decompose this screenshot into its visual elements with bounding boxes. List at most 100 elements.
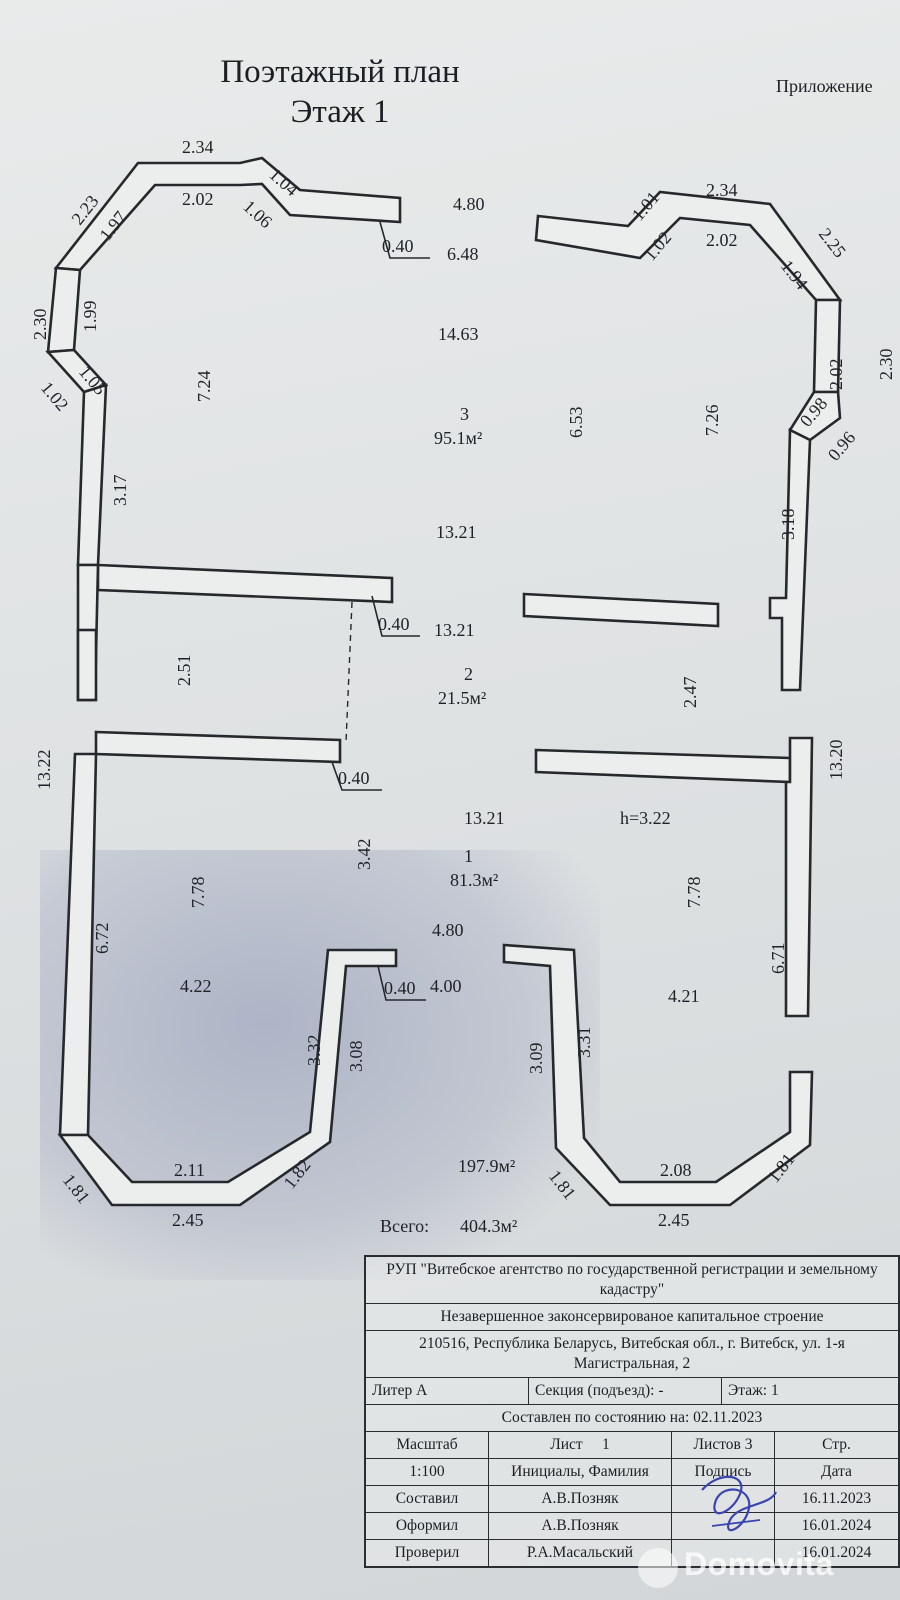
- annex-label: Приложение: [776, 76, 873, 96]
- title-block: РУП "Витебское агентство по государствен…: [364, 1255, 900, 1568]
- object-name: Незавершенное законсервированое капиталь…: [366, 1304, 898, 1331]
- dim-label: 14.63: [438, 324, 479, 344]
- dim-label: 2.45: [658, 1210, 690, 1230]
- signer-name: А.В.Позняк: [489, 1486, 672, 1512]
- dim-label: 2.34: [182, 137, 214, 157]
- partition-upper-right: [522, 592, 720, 628]
- signer-row: Оформил А.В.Позняк 16.01.2024: [366, 1513, 898, 1540]
- title-line-2: Этаж 1: [290, 94, 390, 130]
- room-number: 3: [460, 404, 469, 424]
- dim-label: 2.51: [174, 655, 194, 687]
- leader-0-40-d: [377, 965, 426, 1001]
- signer-role: Проверил: [366, 1540, 489, 1566]
- wall-left-bottom: [58, 752, 98, 1137]
- org-name: РУП "Витебское агентство по государствен…: [366, 1257, 898, 1304]
- sheet-cell: Лист 1: [489, 1432, 672, 1458]
- partition-lower-left: [94, 730, 342, 764]
- dim-label: 1.81: [545, 1166, 580, 1203]
- col-signature: Подпись: [672, 1459, 775, 1485]
- address: 210516, Республика Беларусь, Витебская о…: [366, 1331, 898, 1378]
- dim-label: 2.30: [876, 349, 896, 381]
- dim-label: 13.20: [826, 740, 846, 781]
- watermark: Domovita: [684, 1546, 834, 1582]
- wall-right-mid: [768, 427, 812, 692]
- signer-role: Оформил: [366, 1513, 489, 1539]
- signature-cell: [672, 1486, 775, 1512]
- header-row: 1:100 Инициалы, Фамилия Подпись Дата: [366, 1459, 898, 1486]
- dim-label: 1.06: [239, 196, 276, 232]
- col-initials: Инициалы, Фамилия: [489, 1459, 672, 1485]
- scale-value: 1:100: [366, 1459, 489, 1485]
- room-number: 2: [464, 664, 473, 684]
- dim-label: 2.02: [826, 359, 846, 391]
- wall-left-bottom-bay: [57, 948, 398, 1207]
- dim-label: 4.80: [432, 920, 464, 940]
- dim-label: 2.11: [174, 1160, 205, 1180]
- state-date: Составлен по состоянию на: 02.11.2023: [366, 1405, 898, 1432]
- dim-label: 13.21: [436, 522, 477, 542]
- floor-plan: 2.34 2.02 1.04 1.06 2.23 1.97 2.30 1.99 …: [30, 137, 896, 1236]
- col-date: Дата: [821, 1463, 852, 1480]
- signer-row: Составил А.В.Позняк 16.11.2023: [366, 1486, 898, 1513]
- leader-0-40-a: [379, 221, 430, 259]
- dim-label: 2.45: [172, 1210, 204, 1230]
- dim-label: 6.48: [447, 244, 479, 264]
- sheet-label: Лист: [550, 1436, 583, 1453]
- wall-top-left-bay: [53, 156, 402, 272]
- signer-date: 16.01.2024: [801, 1544, 872, 1561]
- dim-label: 4.22: [180, 976, 212, 996]
- dim-label: 2.08: [660, 1160, 692, 1180]
- dim-label: 0.40: [382, 236, 414, 256]
- dim-label: 2.02: [706, 230, 738, 250]
- dim-label: 3.09: [526, 1043, 546, 1075]
- dim-label: 3.17: [110, 475, 130, 507]
- dim-label: 2.30: [30, 309, 50, 341]
- dim-label: 3.32: [304, 1035, 324, 1067]
- sheet-row: Масштаб Лист 1 Листов 3 Стр.: [366, 1432, 898, 1459]
- dim-label: 3.18: [778, 509, 798, 541]
- scale-label: Масштаб: [366, 1432, 489, 1458]
- sheets-label: Листов 3: [672, 1432, 775, 1458]
- wall-right-chamfer: [788, 390, 842, 442]
- liter-row: Литер А Секция (подъезд): - Этаж: 1: [366, 1378, 898, 1405]
- dim-label: 1.99: [80, 301, 100, 333]
- sheet-value: 1: [602, 1436, 610, 1453]
- page-title: Поэтажный план Этаж 1: [150, 52, 530, 132]
- signer-date: 16.11.2023: [801, 1490, 872, 1507]
- signer-name: А.В.Позняк: [489, 1513, 672, 1539]
- total-area: 404.3м²: [460, 1216, 517, 1236]
- room-area: 21.5м²: [438, 688, 486, 708]
- dim-label: 0.40: [338, 768, 370, 788]
- dim-label: 2.34: [706, 180, 738, 200]
- leader-0-40-b: [371, 595, 420, 637]
- dim-label: 13.22: [34, 750, 54, 791]
- title-line-1: Поэтажный план: [220, 54, 460, 90]
- signer-role: Составил: [366, 1486, 489, 1512]
- dim-label: 2.02: [182, 189, 214, 209]
- dim-label: 7.78: [188, 877, 208, 909]
- dim-label: 0.40: [378, 614, 410, 634]
- dashed-opening: [345, 601, 353, 743]
- dim-label: 1.02: [37, 378, 73, 415]
- signer-date: 16.01.2024: [801, 1517, 872, 1534]
- section: Секция (подъезд): -: [529, 1378, 722, 1404]
- wall-left-upper: [46, 266, 82, 354]
- dim-label: 2.25: [815, 224, 850, 261]
- floor: Этаж: 1: [728, 1382, 779, 1399]
- leader-0-40-c: [331, 761, 382, 791]
- dim-label: 3.31: [574, 1027, 594, 1059]
- dim-label: 4.21: [668, 986, 700, 1006]
- partition-upper-left: [96, 563, 394, 604]
- wall-left-mid: [76, 383, 108, 567]
- dim-label: 0.96: [824, 428, 860, 465]
- signature-cell: [672, 1540, 775, 1566]
- dim-label: 6.53: [566, 407, 586, 439]
- wall-right-lower: [784, 736, 814, 1018]
- dim-label: 3.42: [354, 839, 374, 871]
- dim-label: 4.00: [430, 976, 462, 996]
- floor-area: 197.9м²: [458, 1156, 515, 1176]
- dim-label: 3.08: [346, 1041, 366, 1073]
- liter: Литер А: [366, 1378, 529, 1404]
- room-area: 81.3м²: [450, 870, 498, 890]
- window-gap-left: [76, 628, 98, 702]
